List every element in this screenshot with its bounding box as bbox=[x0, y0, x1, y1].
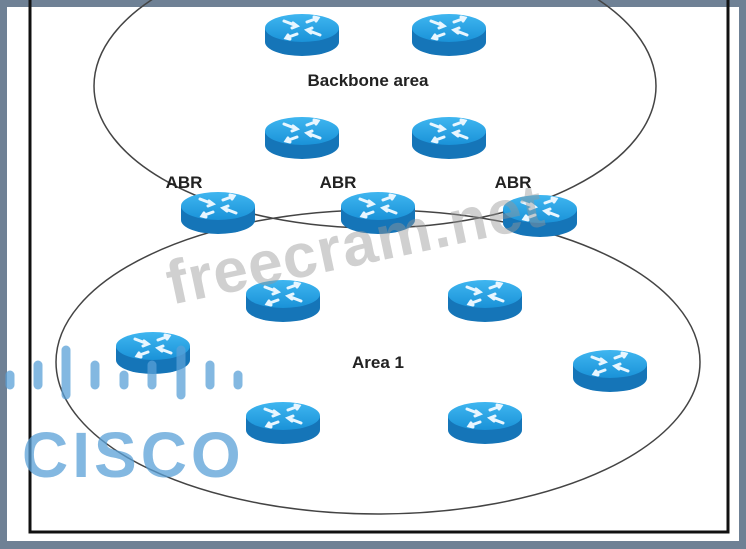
area1-label: Area 1 bbox=[352, 353, 404, 372]
backbone-router-icon bbox=[410, 12, 488, 58]
area1-router-icon bbox=[446, 400, 524, 446]
abr-label: ABR bbox=[319, 173, 357, 192]
outer-box bbox=[28, 0, 730, 534]
abr-label: ABR bbox=[494, 173, 532, 192]
cisco-logo-watermark: CISCO bbox=[22, 419, 245, 491]
diagram-canvas bbox=[7, 7, 739, 541]
backbone-router-icon bbox=[263, 115, 341, 161]
area1-router-icon bbox=[446, 278, 524, 324]
abr-label: ABR bbox=[165, 173, 203, 192]
backbone-router-icon bbox=[263, 12, 341, 58]
backbone-area-label: Backbone area bbox=[307, 71, 429, 90]
abr-router-icon bbox=[179, 190, 257, 236]
area1-router-icon bbox=[244, 400, 322, 446]
backbone-router-icon bbox=[410, 115, 488, 161]
cisco-logo-bars bbox=[5, 345, 243, 400]
area1-router-icon bbox=[571, 348, 649, 394]
